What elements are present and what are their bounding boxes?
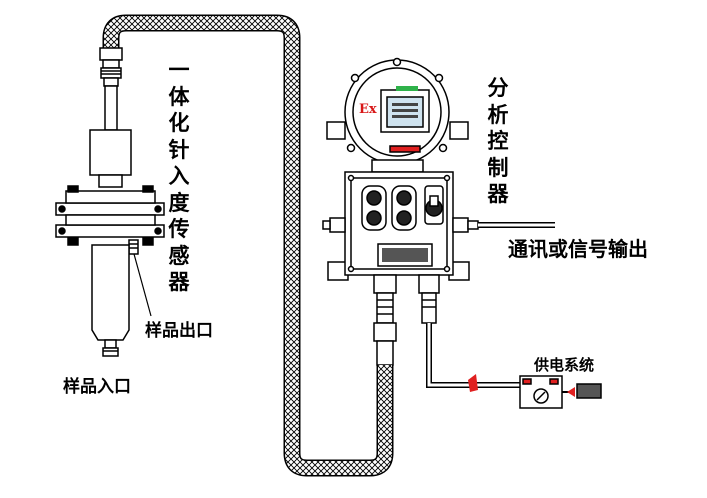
analysis-controller [322, 57, 479, 281]
penetration-sensor [55, 47, 165, 357]
outlet-leader [133, 253, 152, 317]
controller-label-char: 控 [487, 129, 509, 153]
sensor-label-char: 化 [168, 111, 190, 135]
lower-flange [55, 224, 165, 238]
arrow-left-icon [567, 387, 575, 397]
sensor-label: 一体化针入度传感器 [166, 57, 192, 296]
sensor-label-char: 传 [168, 217, 190, 241]
hose-fitting-top [99, 47, 123, 61]
power-supply [519, 375, 602, 409]
sensor-label-char: 度 [168, 190, 190, 215]
controller-label: 分析控制器 [485, 75, 511, 208]
button-4-icon [396, 210, 412, 226]
controller-label-char: 器 [487, 182, 509, 206]
power-gland [418, 274, 440, 294]
comm-output-label: 通讯或信号输出 [508, 237, 648, 261]
power-plug-icon [576, 383, 602, 399]
status-led-bar [389, 145, 421, 153]
button-2-icon [366, 210, 382, 226]
sample-inlet-label: 样品入口 [63, 377, 131, 397]
ex-mark: Ex [359, 102, 377, 117]
button-3-icon [396, 190, 412, 206]
sensor-label-char: 入 [168, 164, 190, 188]
sample-outlet-label: 样品出口 [145, 321, 213, 341]
sensor-label-char: 一 [168, 58, 190, 82]
cable-connector-icon [468, 374, 478, 392]
outlet-port [128, 239, 139, 255]
button-1-icon [366, 190, 382, 206]
sensor-label-char: 感 [168, 243, 190, 268]
power-system-label: 供电系统 [534, 356, 595, 374]
controller-label-char: 分 [487, 76, 509, 100]
sensor-label-char: 器 [168, 270, 190, 294]
controller-label-char: 析 [487, 102, 509, 127]
braided-hose [102, 14, 394, 477]
sensor-upper-body [89, 129, 132, 176]
sensor-lower-tube [91, 244, 130, 341]
sensor-stem [104, 85, 118, 131]
inlet-fitting [102, 347, 119, 357]
upper-flange [55, 202, 165, 216]
controller-label-char: 制 [487, 155, 509, 180]
sensor-label-char: 体 [168, 84, 190, 109]
power-cable [426, 323, 520, 392]
hose-gland [373, 274, 397, 294]
sensor-label-char: 针 [168, 137, 190, 162]
